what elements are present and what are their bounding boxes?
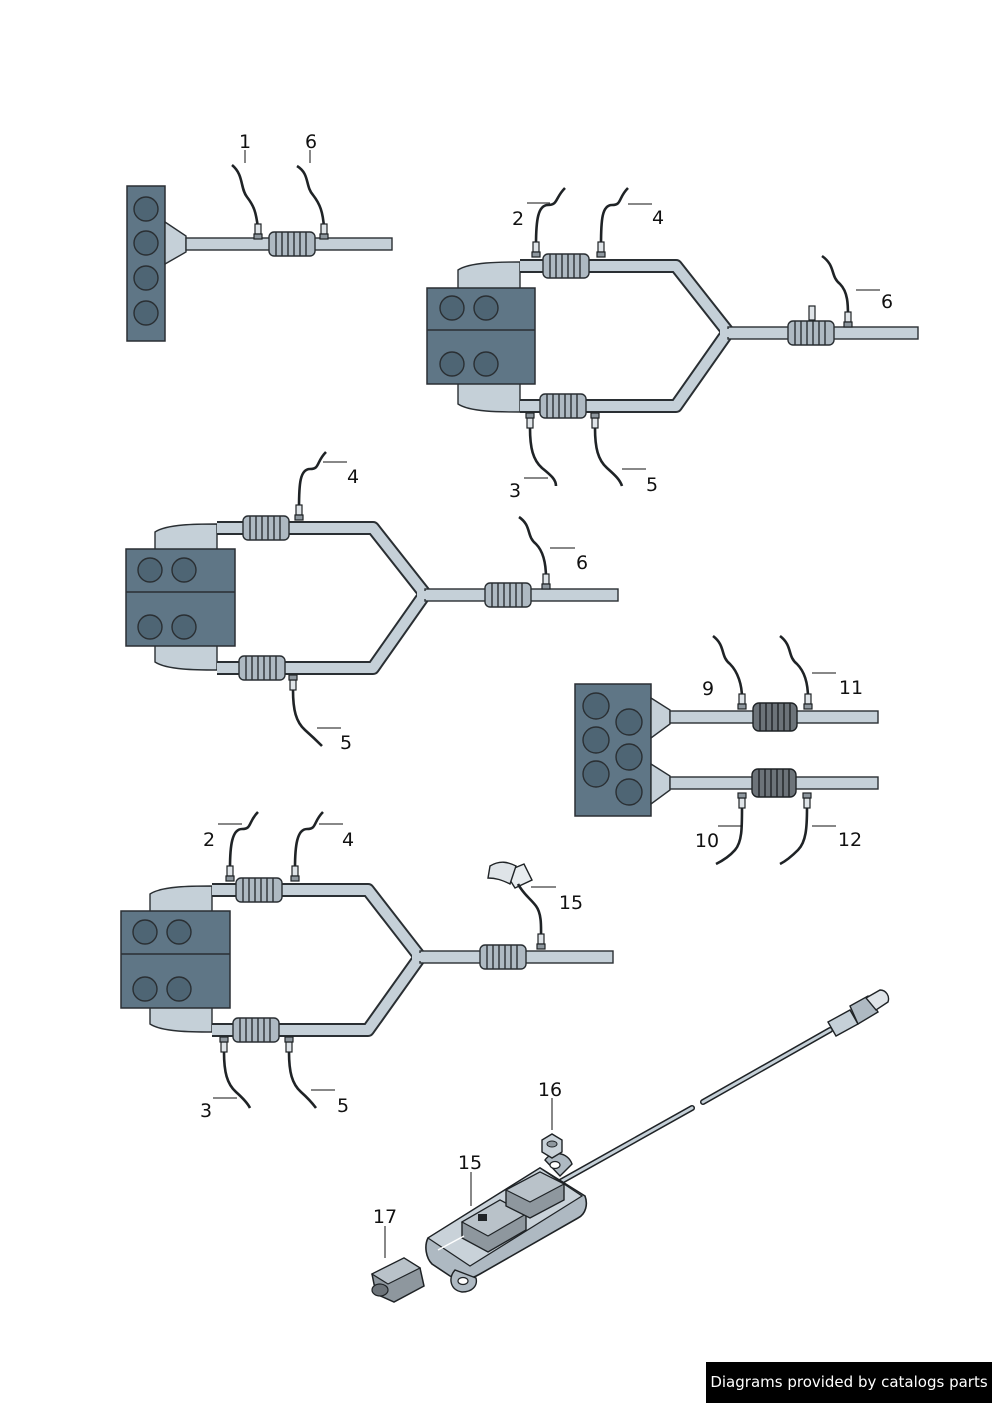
- callout-2-sensor-tail: 6: [881, 291, 893, 313]
- callout-4-sensor-top-left: 9: [702, 678, 714, 700]
- callout-6-control-unit: 15: [458, 1152, 482, 1174]
- callout-2-sensor-bottom-right: 5: [646, 474, 658, 496]
- callout-3-sensor-tail: 6: [576, 552, 588, 574]
- diagram-6-nox-sensor-unit: 16 15 17: [370, 989, 890, 1303]
- diagram-2: 2 4 6 3 5: [426, 187, 919, 502]
- diagram-5: 2 4 15 3 5: [120, 811, 614, 1122]
- callout-4-sensor-top-right: 11: [839, 677, 863, 699]
- callout-2-sensor-bottom-left: 3: [509, 480, 521, 502]
- callout-4-sensor-bottom-left: 10: [695, 830, 719, 852]
- callout-5-sensor-top-right: 4: [342, 829, 354, 851]
- diagram-3: 4 6 5: [125, 451, 619, 754]
- callout-4-sensor-bottom-right: 12: [838, 829, 862, 851]
- diagram-1: 1 6: [126, 131, 393, 342]
- callout-6-connector: 17: [373, 1206, 397, 1228]
- diagram-4: 9 11 10 12: [574, 634, 879, 866]
- callout-3-sensor-top: 4: [347, 466, 359, 488]
- callout-6-nut: 16: [538, 1079, 562, 1101]
- callout-5-sensor-bottom-right: 5: [337, 1095, 349, 1117]
- callout-5-sensor-tail-nox: 15: [559, 892, 583, 914]
- callout-2-sensor-top-left: 2: [512, 208, 524, 230]
- callout-2-sensor-top-right: 4: [652, 207, 664, 229]
- callout-1-sensor-right: 6: [305, 131, 317, 153]
- callout-1-sensor-left: 1: [239, 131, 251, 153]
- callout-5-sensor-top-left: 2: [203, 829, 215, 851]
- callout-3-sensor-bottom: 5: [340, 732, 352, 754]
- callout-5-sensor-bottom-left: 3: [200, 1100, 212, 1122]
- credit-footer: Diagrams provided by catalogs parts: [706, 1362, 992, 1403]
